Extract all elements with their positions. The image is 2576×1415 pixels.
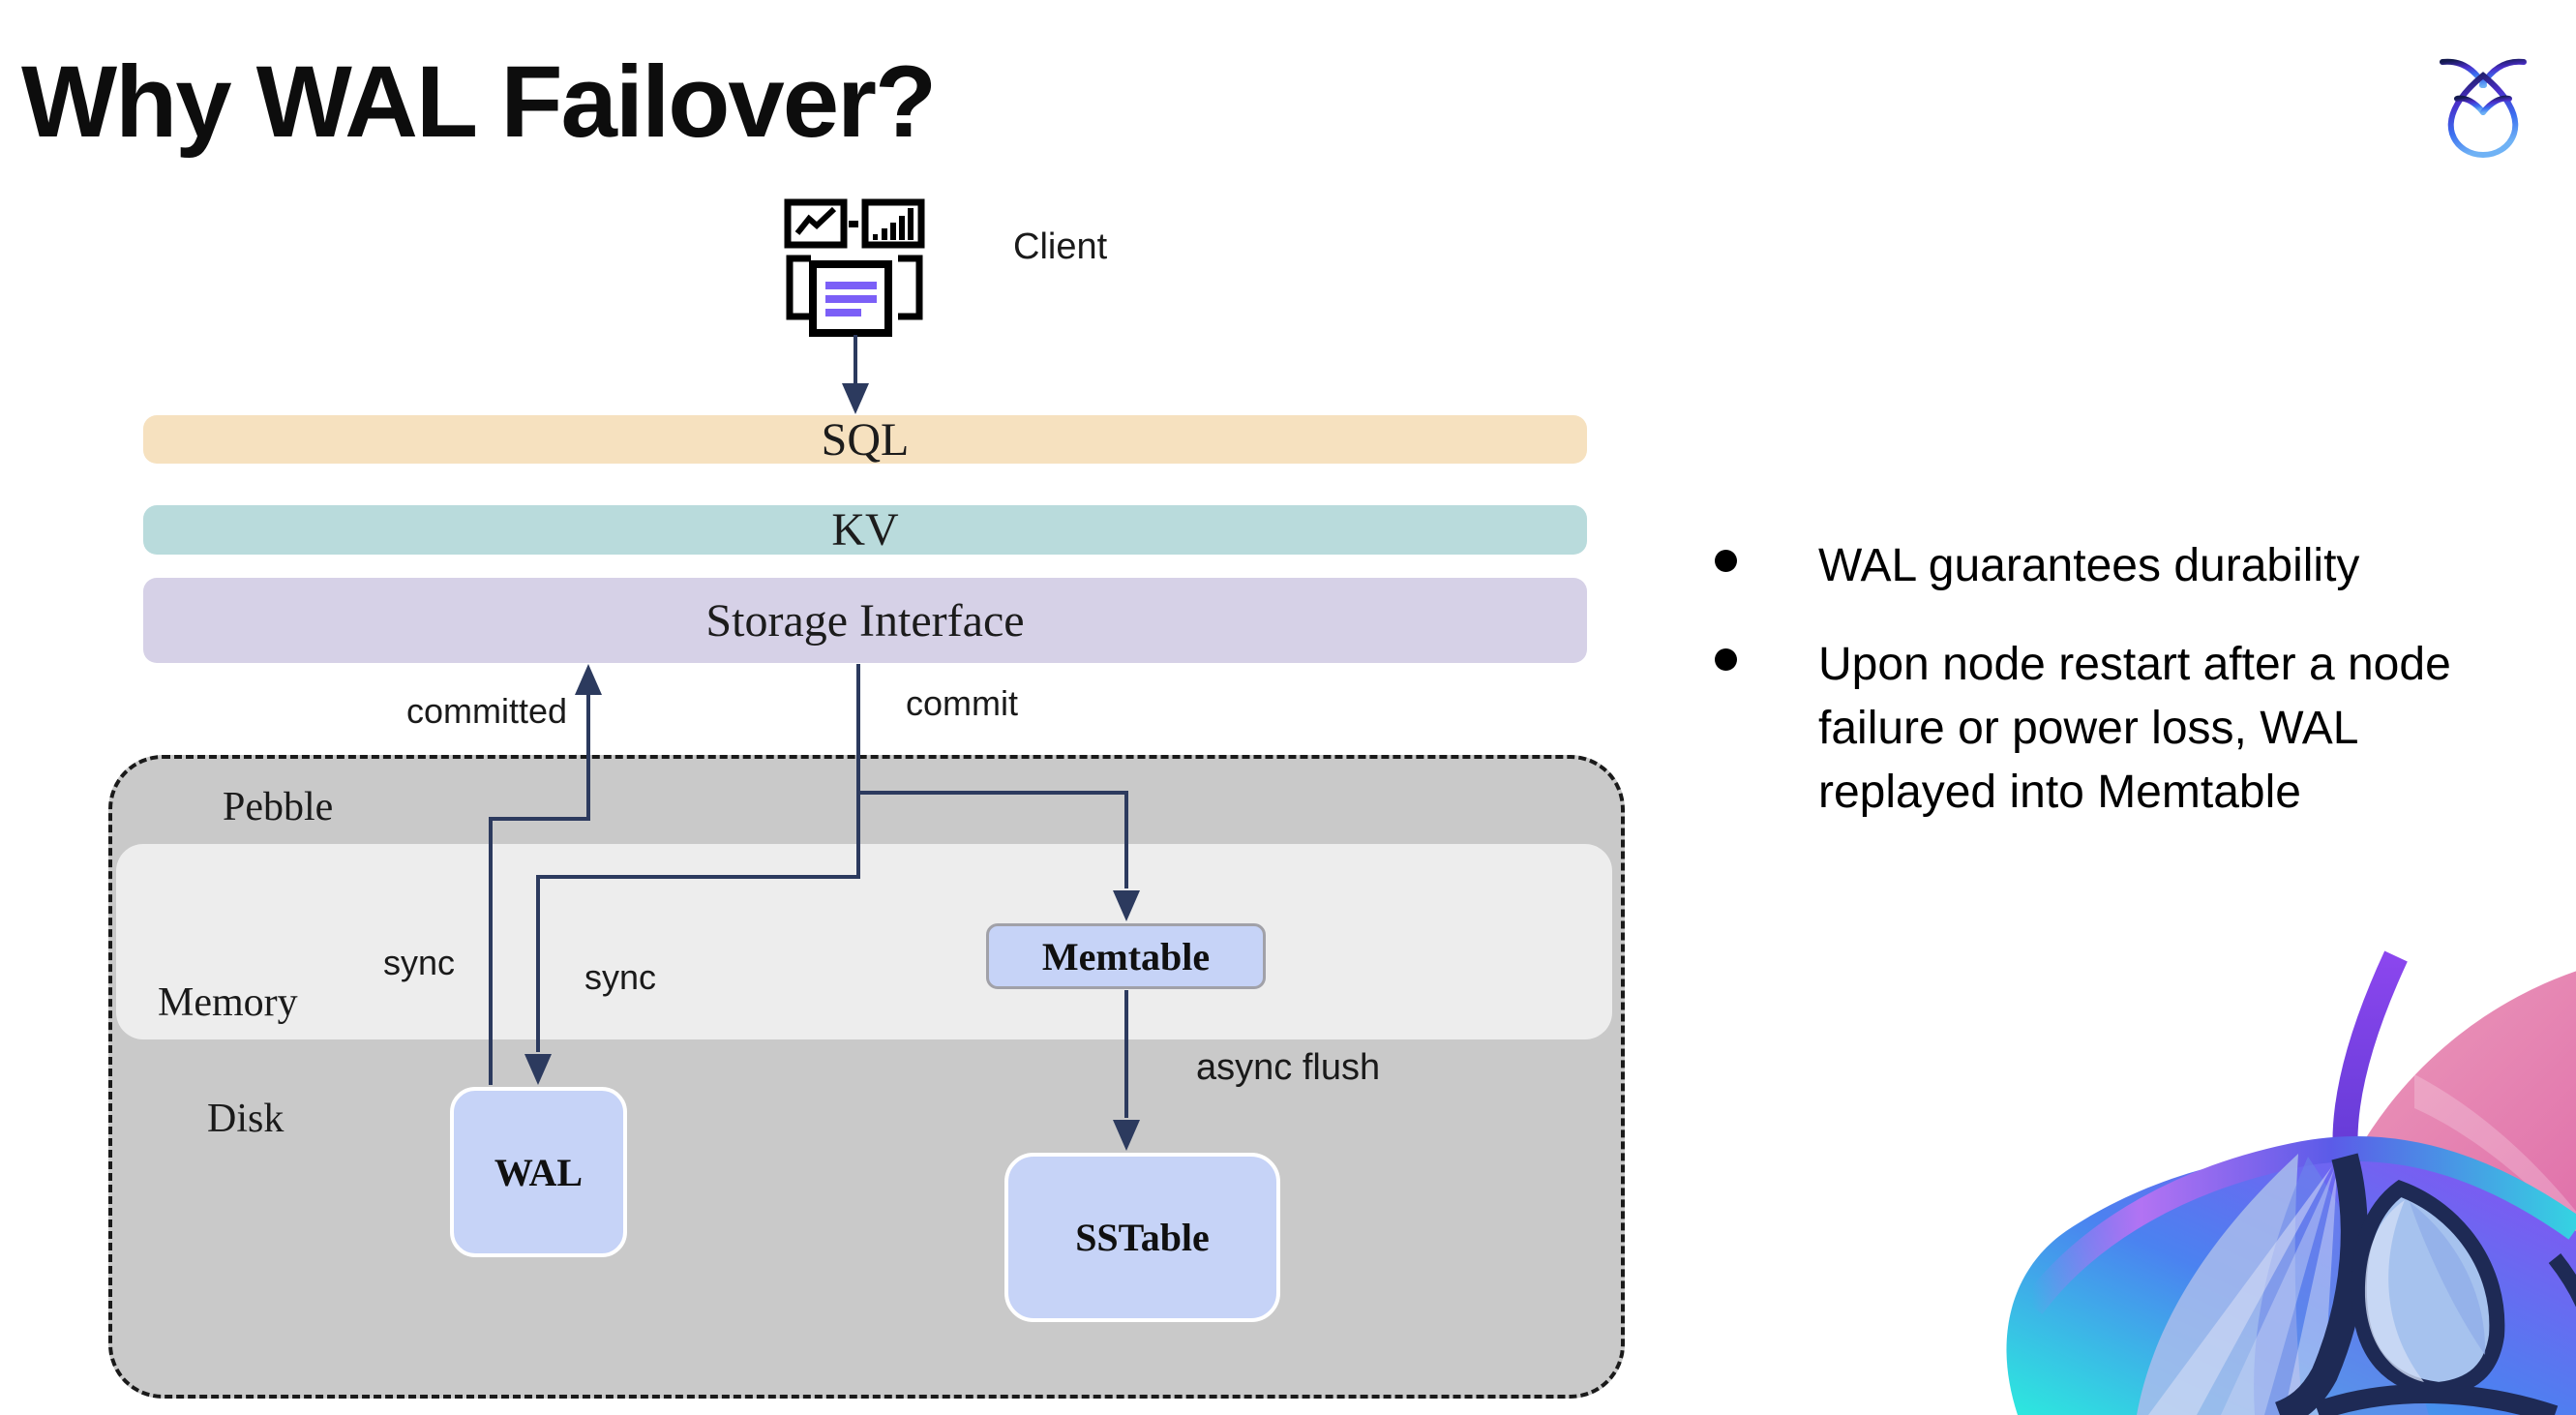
layer-bar-sql: SQL — [143, 413, 1587, 466]
memory-zone-label: Memory — [158, 980, 298, 1025]
chart-line-icon — [784, 198, 848, 249]
edge-label-commit: commit — [906, 683, 1018, 723]
sstable-node: SSTable — [1004, 1153, 1280, 1322]
list-item: WAL guarantees durability — [1715, 534, 2576, 598]
terminal-bracket-icon — [786, 255, 923, 320]
cockroachdb-logo-icon — [2440, 58, 2527, 159]
sstable-node-label: SSTable — [1075, 1216, 1210, 1259]
leaf-shape — [2351, 1180, 2505, 1399]
bullet-text: WAL guarantees durability — [1818, 540, 2360, 591]
cockroachdb-brand-art — [2006, 950, 2576, 1415]
layer-label-sql: SQL — [821, 413, 910, 466]
layer-bar-kv: KV — [143, 504, 1587, 556]
memory-zone — [116, 844, 1612, 1039]
document-icon — [809, 260, 892, 337]
layer-bar-storage-interface: Storage Interface — [143, 578, 1587, 663]
list-item: Upon node restart after a node failure o… — [1715, 633, 2576, 825]
client-label: Client — [1013, 226, 1108, 267]
bullet-dot — [1715, 648, 1737, 671]
edge-label-committed: committed — [406, 691, 568, 731]
layer-label-storage-interface: Storage Interface — [705, 594, 1025, 647]
body-stem-stroke — [2274, 1153, 2368, 1415]
edge-label-async-flush: async flush — [1196, 1047, 1381, 1088]
chart-bars-icon — [861, 198, 925, 249]
memtable-node: Memtable — [986, 923, 1266, 989]
wal-node: WAL — [450, 1087, 627, 1257]
layer-label-kv: KV — [831, 504, 899, 556]
dash-connector — [849, 221, 858, 227]
rim-stroke — [2022, 1136, 2576, 1314]
disk-zone-label: Disk — [207, 1097, 285, 1141]
edge-label-sync-right: sync — [584, 957, 657, 997]
bullet-dot — [1715, 550, 1737, 572]
wal-node-label: WAL — [494, 1150, 584, 1194]
bullet-text: Upon node restart after a node failure o… — [1818, 639, 2451, 818]
bullet-list: WAL guarantees durability Upon node rest… — [1715, 534, 2576, 825]
arrow-client-to-sql — [842, 335, 869, 414]
client-workstation-icon — [784, 198, 925, 337]
memtable-node-label: Memtable — [1041, 934, 1211, 978]
edge-label-sync-left: sync — [383, 943, 456, 982]
pebble-label: Pebble — [223, 785, 334, 829]
slide-title: Why WAL Failover? — [21, 45, 937, 159]
